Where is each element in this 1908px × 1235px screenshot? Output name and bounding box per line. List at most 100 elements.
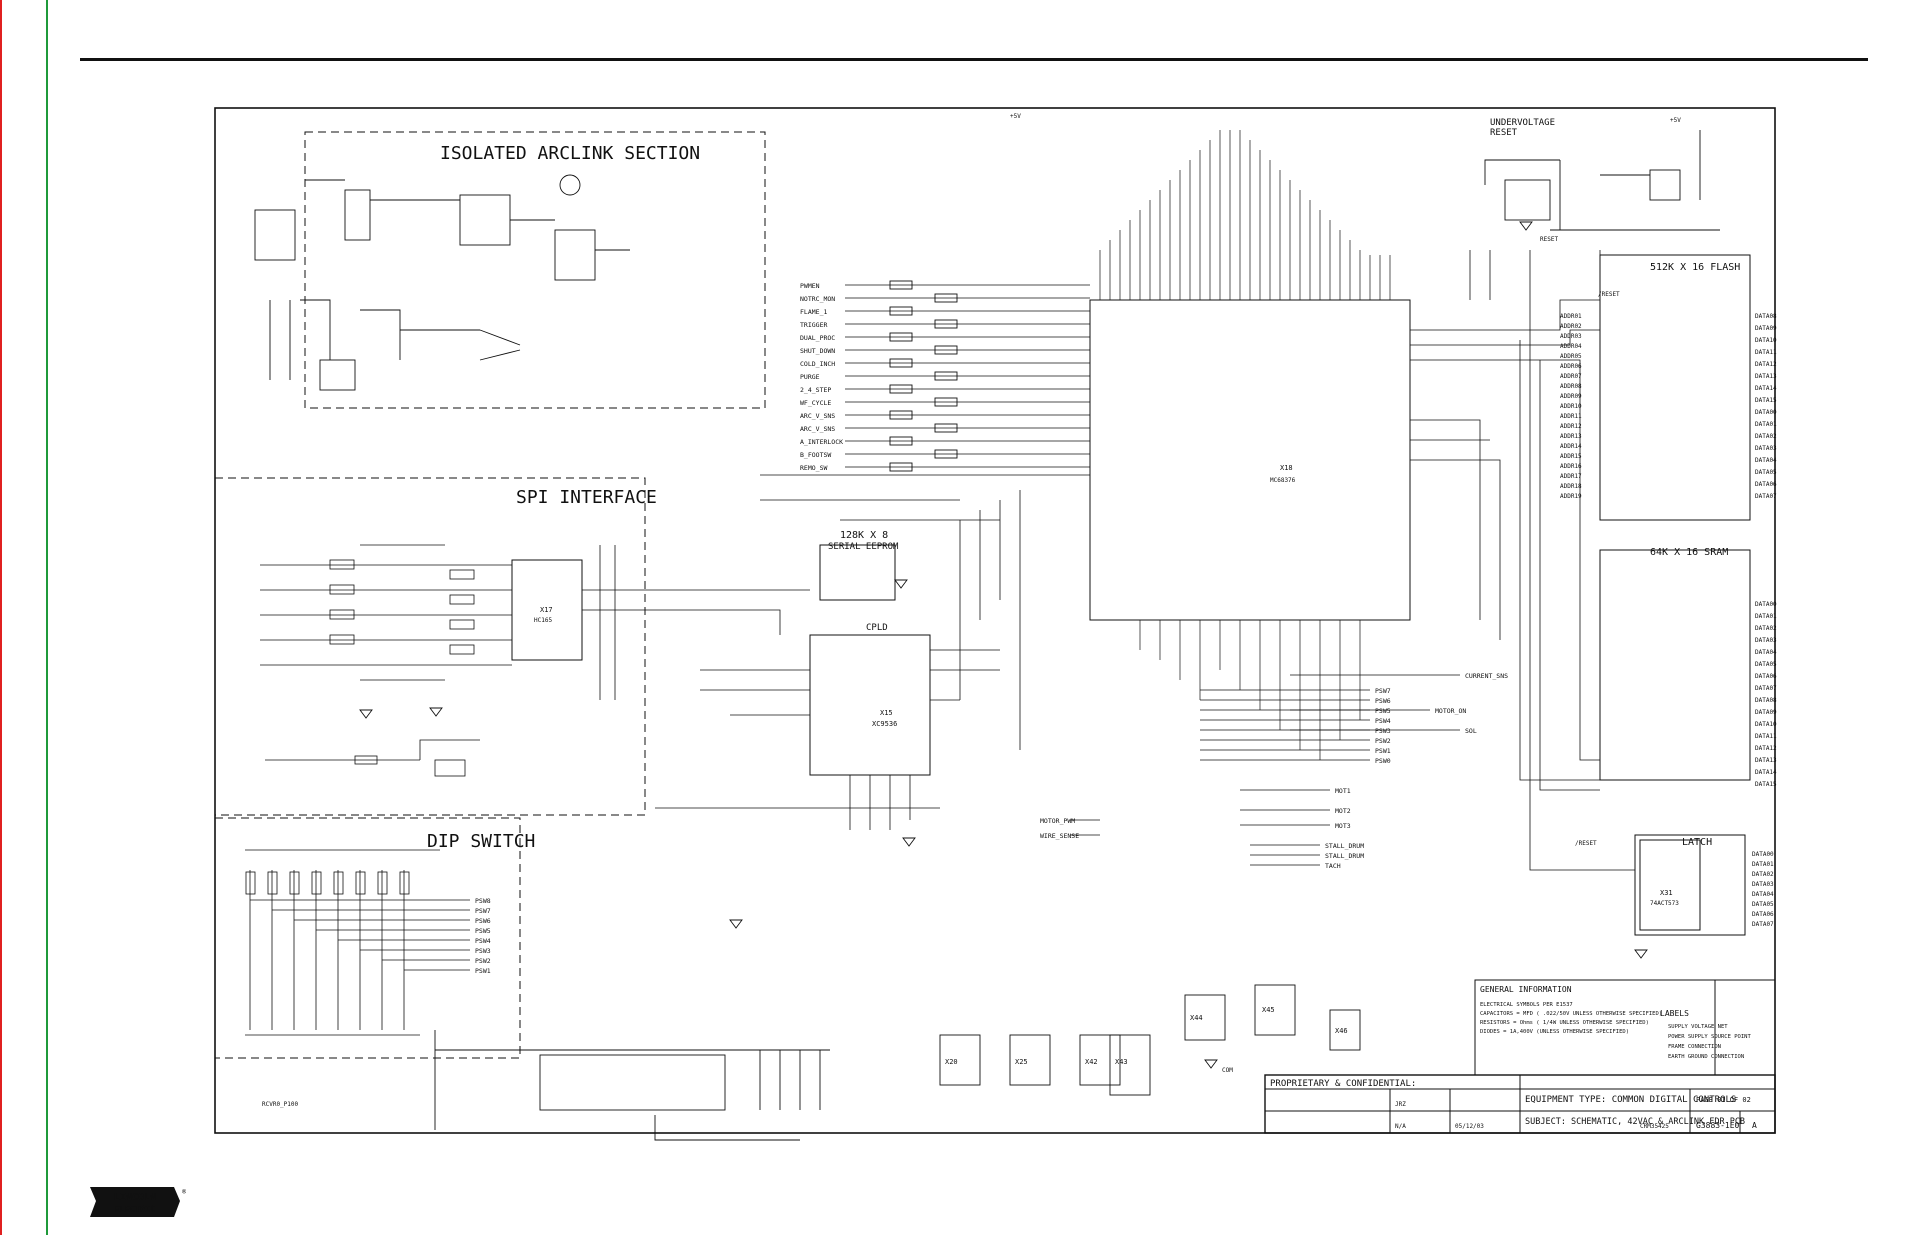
latch-title: LATCH: [1682, 837, 1712, 848]
general-info-line: DIODES = 1A,400V (UNLESS OTHERWISE SPECI…: [1480, 1029, 1629, 1035]
input-label: COLD_INCH: [800, 360, 835, 368]
signal-label: MOT2: [1335, 807, 1351, 815]
reset-signal-latch: /RESET: [1575, 840, 1597, 847]
input-label: NOTRC_MON: [800, 295, 835, 303]
sram-title: 64K X 16 SRAM: [1650, 547, 1728, 558]
input-label: SHUT_DOWN: [800, 347, 835, 355]
addr-pin: ADDR05: [1560, 353, 1582, 360]
dip-label: PSW5: [475, 927, 491, 935]
flash-pin: DATA14: [1755, 385, 1777, 392]
legend-item: SUPPLY VOLTAGE NET: [1668, 1024, 1728, 1030]
latch-pin: DATA02: [1752, 871, 1774, 878]
input-label: B_FOOTSW: [800, 451, 831, 459]
arclink-section-title: ISOLATED ARCLINK SECTION: [440, 143, 700, 164]
chip-label: X43: [1115, 1058, 1128, 1066]
page-edge-green: [46, 0, 48, 1235]
input-label: REMO_SW: [800, 464, 827, 472]
sram-pin: DATA12: [1755, 745, 1777, 752]
flash-pin: DATA10: [1755, 337, 1777, 344]
latch-box: [1634, 834, 1746, 936]
spi-section-title: SPI INTERFACE: [516, 487, 657, 508]
logo-line1: LINCOLN: [114, 1192, 156, 1203]
chip-label: X42: [1085, 1058, 1098, 1066]
undervoltage-label: UNDERVOLTAGE: [1490, 118, 1555, 128]
flash-pin: DATA03: [1755, 445, 1777, 452]
bottom-chip-group: X20 X25 X42 X43 X44 X45 X46: [945, 1006, 1348, 1066]
chip-label: X46: [1335, 1027, 1348, 1035]
signal-label: TACH: [1325, 862, 1341, 870]
vcc-label-2: +5V: [1010, 113, 1021, 120]
input-label: ARC_V_SNS: [800, 412, 835, 420]
dip-label: PSW2: [475, 957, 491, 965]
signal-label: CURRENT_SNS: [1465, 672, 1508, 680]
general-info-line: CAPACITORS = MFD ( .022/50V UNLESS OTHER…: [1480, 1011, 1662, 1017]
addr-pin: ADDR15: [1560, 453, 1582, 460]
flash-pin: DATA15: [1755, 397, 1777, 404]
input-label: DUAL_PROC: [800, 334, 835, 342]
addr-pin: ADDR04: [1560, 343, 1582, 350]
latch-pin: DATA06: [1752, 911, 1774, 918]
sram-pin: DATA03: [1755, 637, 1777, 644]
addr-pin: ADDR14: [1560, 443, 1582, 450]
addr-pin: ADDR11: [1560, 413, 1582, 420]
signal-label: STALL_DRUM: [1325, 842, 1364, 850]
sram-pin: DATA14: [1755, 769, 1777, 776]
flash-pin: DATA04: [1755, 457, 1777, 464]
sram-pin: DATA11: [1755, 733, 1777, 740]
chip-label: X44: [1190, 1014, 1203, 1022]
flash-pin: DATA06: [1755, 481, 1777, 488]
input-label: ARC_V_SNS: [800, 425, 835, 433]
spi-section-box: [215, 477, 646, 816]
input-label-group: PWMEN NOTRC_MON FLAME_1 TRIGGER DUAL_PRO…: [800, 282, 843, 472]
flash-pin: DATA00: [1755, 409, 1777, 416]
addr-pin: ADDR08: [1560, 383, 1582, 390]
flash-pin: DATA13: [1755, 373, 1777, 380]
latch-pin: DATA03: [1752, 881, 1774, 888]
input-label: A_INTERLOCK: [800, 438, 843, 446]
addr-pin: ADDR01: [1560, 313, 1582, 320]
sram-pin: DATA02: [1755, 625, 1777, 632]
input-label: 2_4_STEP: [800, 386, 831, 394]
input-label: TRIGGER: [800, 321, 827, 329]
logo-reg: ®: [182, 1188, 186, 1196]
sram-pin: DATA15: [1755, 781, 1777, 788]
chip-label: X45: [1262, 1006, 1275, 1014]
arclink-section-box: [304, 131, 766, 409]
logo-mark: LINCOLN ELECTRIC ®: [90, 1187, 187, 1217]
proprietary-label: PROPRIETARY & CONFIDENTIAL:: [1270, 1079, 1416, 1089]
latch-pin: DATA01: [1752, 861, 1774, 868]
chip-label: X25: [1015, 1058, 1028, 1066]
psw-label: PSW4: [1375, 717, 1391, 725]
signal-label: MOTOR_ON: [1435, 707, 1466, 715]
addr-pin: ADDR17: [1560, 473, 1582, 480]
eeprom-box: [819, 544, 896, 601]
logo-line2: ELECTRIC: [115, 1205, 156, 1215]
sram-pin: DATA00: [1755, 601, 1777, 608]
cpld-part: XC9536: [872, 720, 897, 728]
signal-label: MOT3: [1335, 822, 1351, 830]
psw-label: PSW6: [1375, 697, 1391, 705]
latch-pin: DATA04: [1752, 891, 1774, 898]
lincoln-electric-logo: LINCOLN ELECTRIC ®: [88, 1184, 187, 1220]
flash-pin: DATA08: [1755, 313, 1777, 320]
general-info-line: RESISTORS = Ohms ( 1/4W UNLESS OTHERWISE…: [1480, 1020, 1649, 1026]
cpu-part: MC68376: [1270, 477, 1296, 484]
legend-item: EARTH GROUND CONNECTION: [1668, 1054, 1744, 1060]
flash-box: [1599, 254, 1751, 521]
latch-chip-part: 74ACT573: [1650, 900, 1679, 907]
sram-pin: DATA07: [1755, 685, 1777, 692]
latch-chip-label: X31: [1660, 889, 1673, 897]
cpu-box: [1089, 299, 1411, 621]
com-label: COM: [1222, 1067, 1233, 1074]
dip-label-group: PSW8 PSW7 PSW6 PSW5 PSW4 PSW3 PSW2 PSW1: [475, 897, 491, 975]
page-edge-red: [0, 0, 2, 1235]
schematic-border: [214, 107, 1776, 1134]
reset-signal: /RESET: [1598, 291, 1620, 298]
sram-pin: DATA13: [1755, 757, 1777, 764]
flash-pin: DATA12: [1755, 361, 1777, 368]
sram-pin: DATA01: [1755, 613, 1777, 620]
sram-pin: DATA08: [1755, 697, 1777, 704]
addr-pin: ADDR06: [1560, 363, 1582, 370]
addr-pin: ADDR03: [1560, 333, 1582, 340]
date-value: 05/12/03: [1455, 1123, 1484, 1130]
